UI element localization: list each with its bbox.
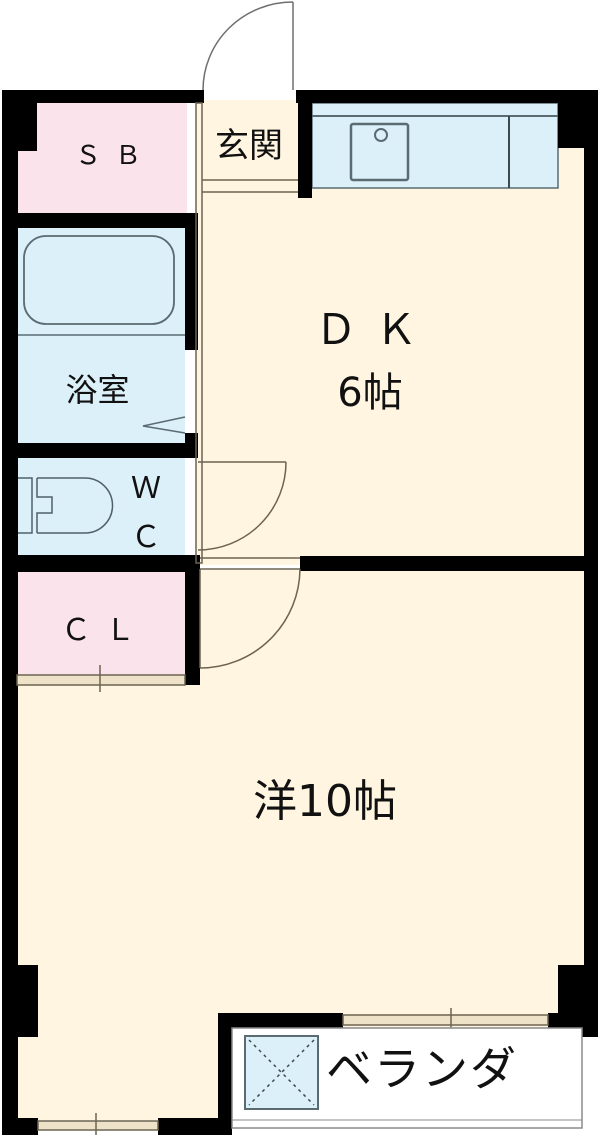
kitchen-counter: [311, 102, 559, 189]
interior-doors: [197, 461, 301, 669]
bathtub-icon: [23, 235, 175, 325]
room-label-western: 洋10帖: [253, 776, 397, 827]
room-label-bathroom: 浴室: [65, 371, 130, 409]
wc-door-icon: [197, 461, 287, 551]
room-label-sb: ＳＢ: [74, 141, 155, 171]
kitchen-sink-icon: [349, 122, 410, 182]
entrance-floor: [200, 100, 298, 190]
wc-floor: [17, 458, 185, 558]
room-label-veranda: ベランダ: [326, 1042, 518, 1096]
western-door-icon: [199, 568, 301, 669]
entrance-door-icon: [202, 1, 294, 91]
room-label-wc-line1: Ｗ: [131, 471, 161, 506]
air-conditioner-outdoor-unit-icon: [244, 1035, 319, 1110]
room-label-entrance: 玄関: [215, 126, 283, 166]
room-label-wc-line2: Ｃ: [131, 520, 161, 555]
room-label-closet: ＣＬ: [61, 613, 149, 648]
western-floor-lower: [18, 1020, 218, 1120]
walls: [2, 90, 598, 1135]
bath-door-icon: [142, 416, 186, 434]
windows: [16, 102, 549, 1135]
veranda: [231, 1027, 583, 1129]
sink-drain-icon: [374, 128, 388, 142]
cl-floor: [17, 572, 185, 677]
room-label-dk: ＤＫ: [314, 305, 435, 354]
sb-floor: [17, 103, 187, 213]
room-size-dk: 6帖: [337, 370, 403, 416]
